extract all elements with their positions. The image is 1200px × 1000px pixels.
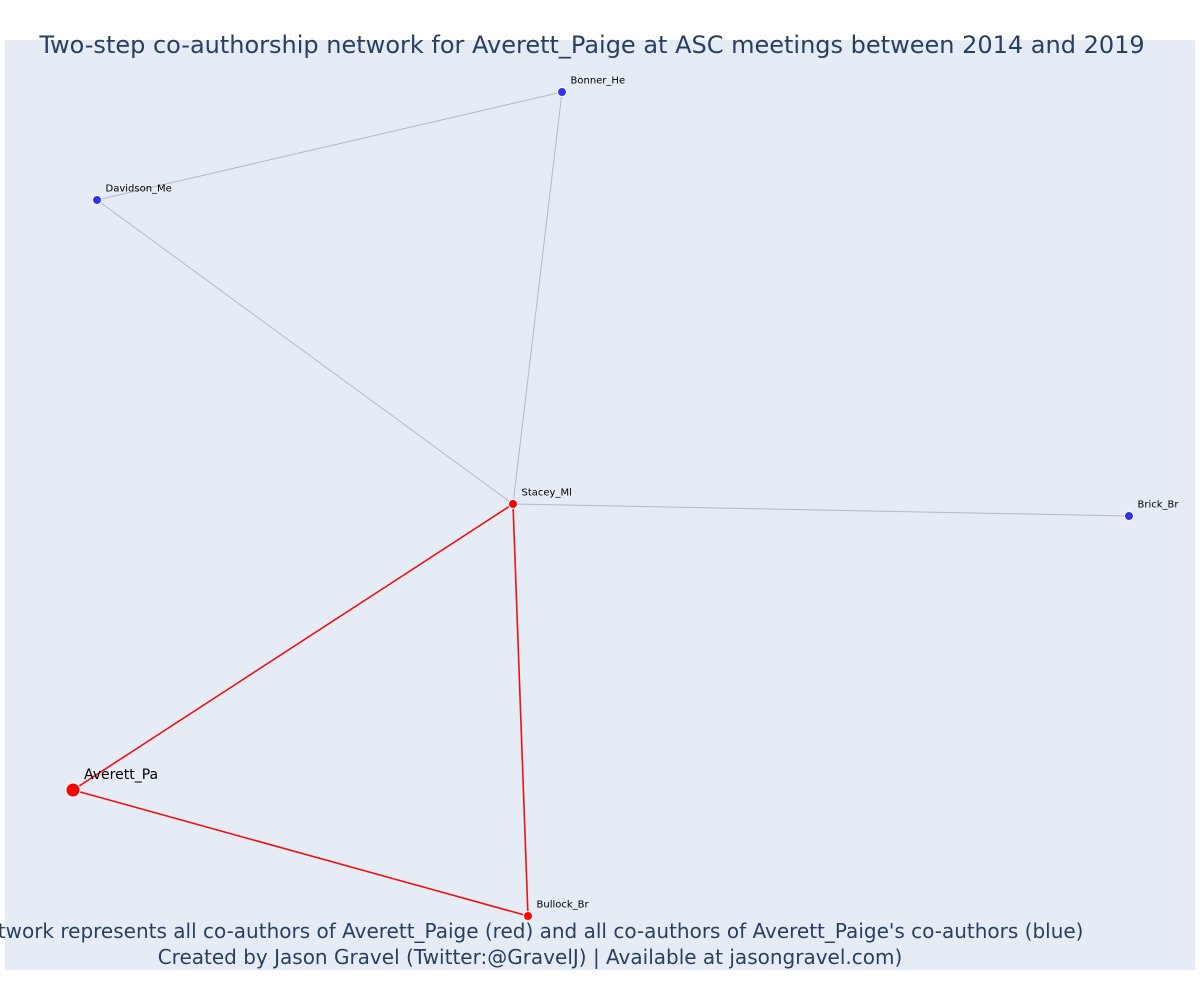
node-Averett_Pa[interactable] bbox=[65, 782, 81, 798]
edge-Stacey_Ml-Bullock_Br bbox=[512, 503, 529, 917]
node-label-Stacey_Ml: Stacey_Ml bbox=[522, 488, 572, 499]
edge-Stacey_Ml-Brick_Br bbox=[512, 503, 1130, 517]
plot-area bbox=[5, 40, 1195, 970]
edge-Davidson_Me-Bonner_He bbox=[96, 91, 563, 201]
edge-Stacey_Ml-Bonner_He bbox=[512, 91, 563, 505]
edge-Averett_Pa-Stacey_Ml bbox=[72, 503, 514, 791]
node-Stacey_Ml[interactable] bbox=[508, 499, 518, 509]
caption-line-2: Created by Jason Gravel (Twitter:@Gravel… bbox=[158, 945, 903, 969]
edge-Averett_Pa-Bullock_Br bbox=[72, 789, 529, 917]
node-Davidson_Me[interactable] bbox=[92, 195, 102, 205]
node-Brick_Br[interactable] bbox=[1124, 511, 1134, 521]
node-label-Brick_Br: Brick_Br bbox=[1138, 500, 1180, 511]
node-Bullock_Br[interactable] bbox=[523, 911, 533, 921]
chart-title: Two-step co-authorship network for Avere… bbox=[38, 31, 1144, 59]
node-label-Averett_Pa: Averett_Pa bbox=[84, 767, 158, 783]
nodes-layer bbox=[65, 87, 1134, 921]
caption-line-1: Network represents all co-authors of Ave… bbox=[0, 919, 1084, 943]
node-Bonner_He[interactable] bbox=[557, 87, 567, 97]
edges-layer bbox=[72, 91, 1130, 917]
node-label-Bonner_He: Bonner_He bbox=[571, 76, 626, 87]
edge-Stacey_Ml-Davidson_Me bbox=[96, 199, 514, 505]
node-label-Davidson_Me: Davidson_Me bbox=[106, 184, 172, 195]
node-label-Bullock_Br: Bullock_Br bbox=[537, 900, 590, 911]
